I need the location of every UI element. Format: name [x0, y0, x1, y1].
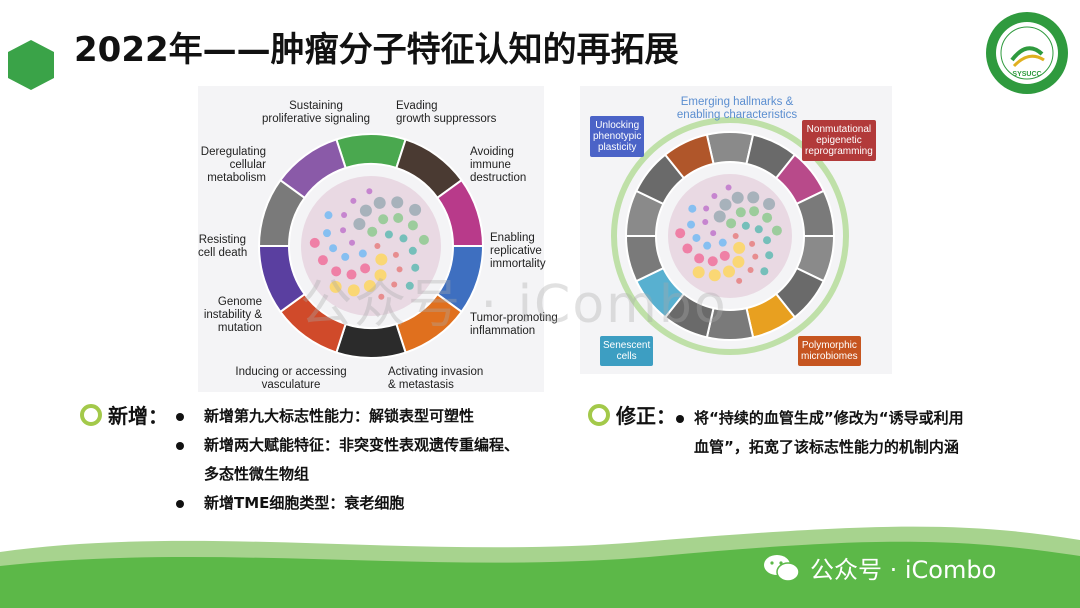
- wheel-segment: [663, 133, 715, 180]
- wechat-icon: [764, 554, 800, 582]
- bullet-icon: [676, 415, 684, 423]
- emerging-hallmarks-figure: Emerging hallmarks &enabling characteris…: [580, 86, 892, 374]
- outer-ring: [611, 117, 849, 355]
- bullet-icon: [176, 442, 184, 450]
- list-item: 新增第九大标志性能力：解锁表型可塑性: [176, 402, 519, 431]
- sysucc-logo: SYSUCC: [986, 12, 1068, 94]
- section-fix-title: 修正：: [616, 404, 676, 428]
- bullet-icon: [176, 500, 184, 508]
- page-title: 2022年——肿瘤分子特征认知的再拓展: [74, 30, 679, 70]
- tumor-cell-cluster: [301, 176, 441, 316]
- hexagon-icon: [8, 40, 54, 90]
- list-item: 新增TME细胞类型：衰老细胞: [176, 489, 519, 518]
- new-items-list: 新增第九大标志性能力：解锁表型可塑性 新增两大赋能特征：非突变性表观遗传重编程、…: [176, 402, 519, 518]
- hallmarks-wheel: [257, 133, 485, 359]
- label-invasion: Activating invasion& metastasis: [388, 366, 484, 391]
- watermark-center: 公众号 · iCombo: [300, 275, 728, 335]
- ring-icon: [80, 404, 102, 426]
- ring-icon: [588, 404, 610, 426]
- fix-text: 将“持续的血管生成”修改为“诱导或利用血管”，拓宽了该标志性能力的机制内涵: [676, 404, 976, 462]
- list-item: 新增两大赋能特征：非突变性表观遗传重编程、多态性微生物组: [176, 431, 519, 489]
- bullet-icon: [176, 413, 184, 421]
- emerging-wheel: [611, 117, 849, 355]
- wheel-segment: [335, 133, 407, 170]
- emerging-header: Emerging hallmarks &enabling characteris…: [676, 96, 798, 121]
- watermark-bottom: 公众号 · iCombo: [762, 550, 996, 585]
- wheel-segment: [278, 138, 347, 200]
- tumor-cell-cluster: [668, 174, 792, 298]
- footer-wave: [0, 526, 1080, 608]
- svg-text:SYSUCC: SYSUCC: [1012, 71, 1041, 78]
- section-new-title: 新增：: [108, 404, 168, 428]
- wheel-segment: [705, 131, 755, 166]
